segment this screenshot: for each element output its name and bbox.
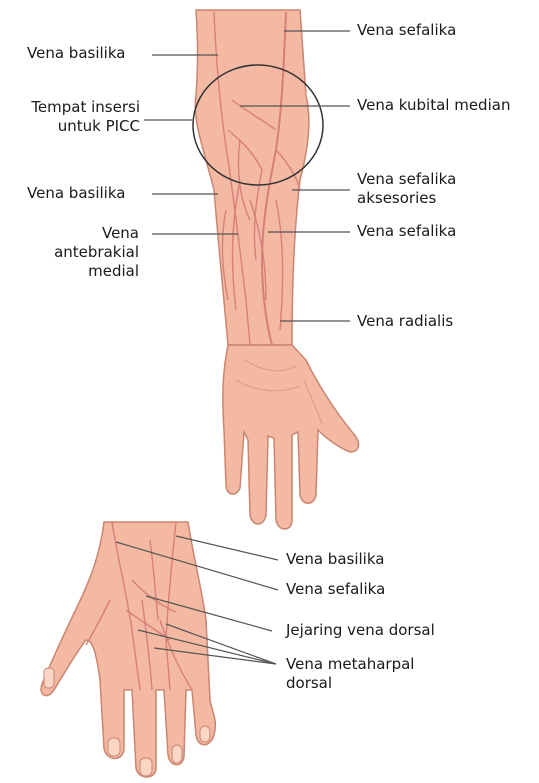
label-vena-metaharpal-line1: Vena metaharpal	[286, 655, 414, 674]
dorsal-hand-shape	[41, 522, 215, 777]
label-hand-vena-basilika: Vena basilika	[286, 550, 384, 569]
arm-illustration	[193, 10, 359, 529]
label-vena-radialis: Vena radialis	[357, 312, 453, 331]
label-vena-antebrakial-medial: Vena antebrakial medial	[20, 224, 139, 281]
label-vena-metaharpal-line2: dorsal	[286, 674, 414, 693]
label-vena-sefalika-aksesories-line2: aksesories	[357, 189, 456, 208]
hand-palm-shape	[223, 345, 359, 529]
label-vena-basilika-upper: Vena basilika	[27, 44, 125, 63]
label-tempat-insersi-line1: Tempat insersi	[8, 98, 140, 117]
dorsal-hand-illustration	[41, 522, 215, 777]
label-vena-kubital-median: Vena kubital median	[357, 96, 510, 115]
label-vena-antebrakial-line2: antebrakial	[20, 243, 139, 262]
label-vena-antebrakial-line1: Vena	[20, 224, 139, 243]
label-tempat-insersi: Tempat insersi untuk PICC	[8, 98, 140, 136]
label-vena-basilika-mid: Vena basilika	[27, 184, 125, 203]
label-vena-sefalika-aksesories: Vena sefalika aksesories	[357, 170, 456, 208]
arm-shape	[195, 10, 309, 345]
label-jejaring-vena-dorsal: Jejaring vena dorsal	[286, 621, 435, 640]
label-vena-sefalika-mid: Vena sefalika	[357, 222, 456, 241]
label-vena-metaharpal-dorsal: Vena metaharpal dorsal	[286, 655, 414, 693]
label-hand-vena-sefalika: Vena sefalika	[286, 580, 385, 599]
label-vena-sefalika-top: Vena sefalika	[357, 21, 456, 40]
label-vena-sefalika-aksesories-line1: Vena sefalika	[357, 170, 456, 189]
label-tempat-insersi-line2: untuk PICC	[8, 117, 140, 136]
label-vena-antebrakial-line3: medial	[20, 262, 139, 281]
